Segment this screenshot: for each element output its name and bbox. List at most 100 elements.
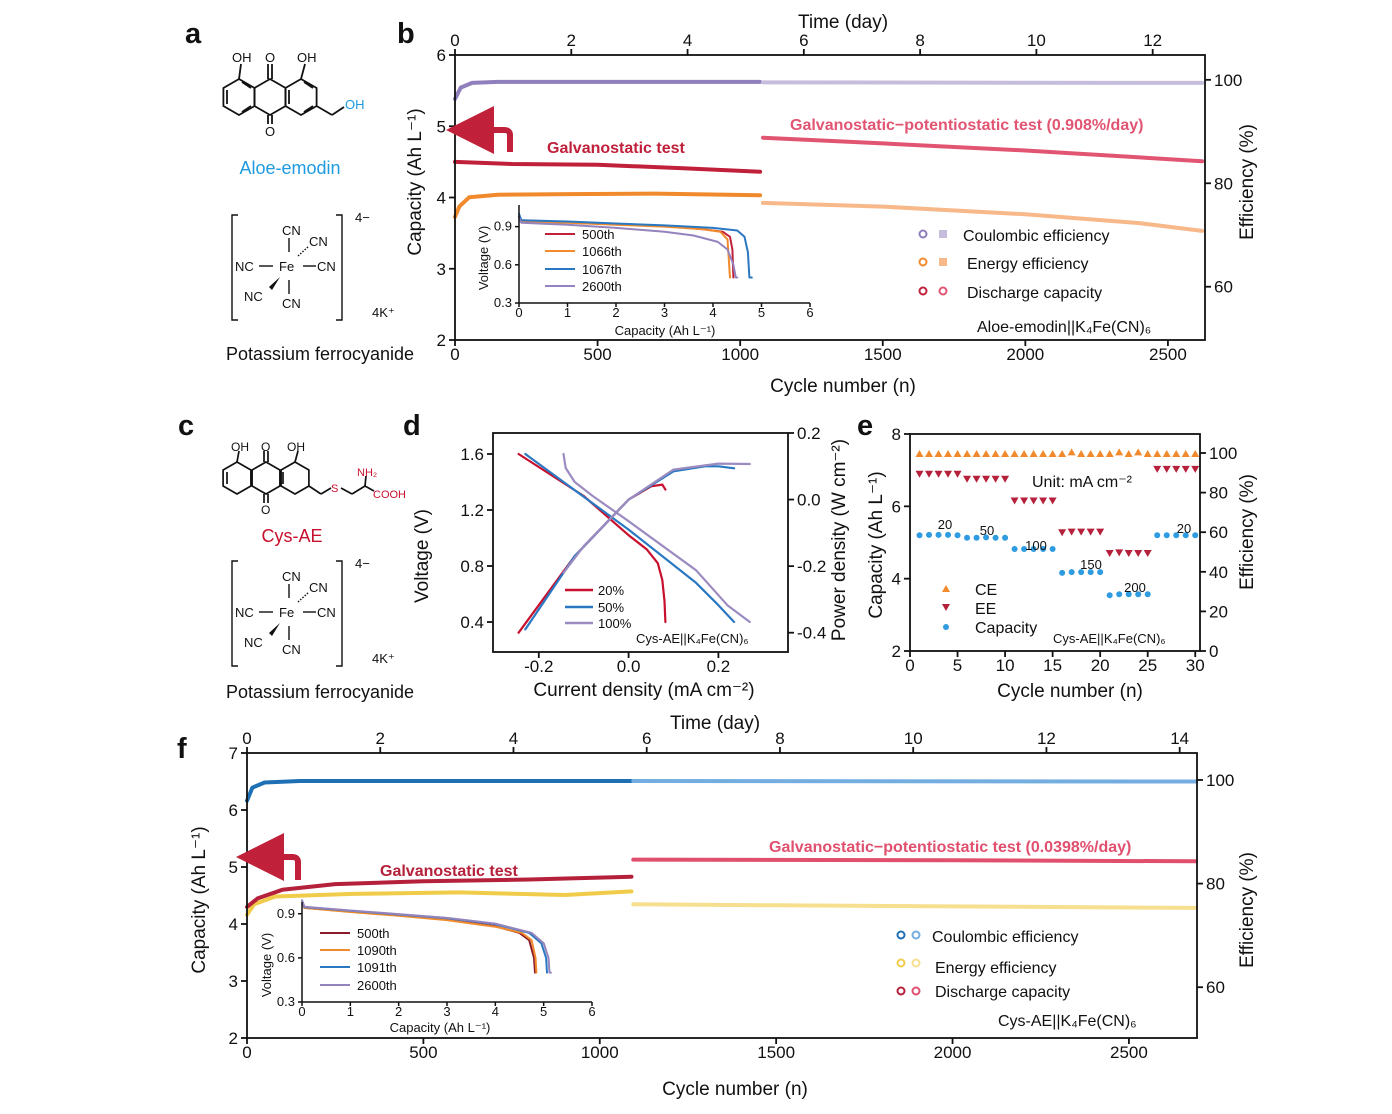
f-series: [245, 779, 1198, 917]
e-ee-point: [1020, 497, 1029, 505]
b-inset-y-label: Voltage (V): [476, 226, 491, 290]
f-legend-cap-open-marker: [896, 986, 906, 996]
b-top-axis-label: Time (day): [798, 12, 888, 33]
d-legend-100: 100%: [598, 616, 632, 631]
d-y2-tick-label: 0.0: [797, 491, 821, 510]
d-y2-tick-label: -0.2: [797, 557, 826, 576]
f-inset-y-label: Voltage (V): [259, 933, 274, 997]
b-left-arrow-icon: [446, 106, 513, 154]
b_inset-x-tick-label: 0: [515, 305, 522, 320]
f-cell-label: Cys-AE||K₄Fe(CN)₆: [998, 1013, 1137, 1030]
f-x-tick-label: 1500: [757, 1043, 795, 1062]
f-x2-tick-label: 10: [904, 729, 923, 748]
f-x2-tick-label: 4: [509, 729, 518, 748]
f-legend-ce-open-marker: [896, 930, 906, 940]
b_inset-axes: [515, 205, 811, 307]
f-series-5: [631, 857, 1198, 864]
b-x-tick-label: 500: [583, 345, 611, 364]
e-ee-point: [1058, 529, 1067, 537]
e-ce-point: [934, 449, 943, 457]
f-x2-tick-label: 0: [242, 729, 251, 748]
e-ce-point: [915, 449, 924, 457]
b-inset-legend-1: 500th: [582, 227, 615, 242]
f-y-axis-label: Capacity (Ah L⁻¹): [189, 826, 210, 973]
f-series-2: [245, 889, 634, 917]
d-series-2: [562, 452, 751, 624]
b_inset-y-tick-label: 0.3: [494, 295, 512, 310]
f-annotation-gp: Galvanostatic−potentiostatic test (0.039…: [769, 839, 1131, 856]
b-x-tick-label: 1500: [864, 345, 902, 364]
e-ee-point: [1162, 465, 1171, 473]
legend-cap-filled-marker: [938, 286, 948, 296]
e-series: [915, 448, 1200, 599]
b-legend-capacity: Discharge capacity: [967, 285, 1102, 302]
ferro-c-cn-top: CN: [282, 569, 301, 584]
b-annotation-gp: Galvanostatic−potentiostatic test (0.908…: [790, 117, 1143, 134]
f-x2-tick-label: 2: [376, 729, 385, 748]
e-y2-tick-label: 80: [1209, 484, 1228, 503]
e-ce-point: [1153, 449, 1162, 457]
f_inset-x-tick-label: 4: [492, 1004, 499, 1019]
e-legend-capacity-marker: [943, 624, 949, 630]
e-capacity-point: [983, 534, 990, 541]
ferro-a-charge: 4−: [355, 210, 370, 225]
e-legend-ce: CE: [975, 582, 997, 599]
f-inset-legend-4: 2600th: [357, 978, 397, 993]
f_inset-x-tick-label: 2: [395, 1004, 402, 1019]
e-ce-point: [1105, 449, 1114, 457]
e-x-tick-label: 25: [1138, 656, 1157, 675]
e-capacity-point: [973, 534, 980, 541]
ferro-a-counter-ion: 4K⁺: [372, 305, 395, 320]
e-ee-point: [1010, 497, 1019, 505]
e-ee-point: [915, 470, 924, 478]
ferrocyanide-structure-a: CN CN NC Fe CN NC CN 4− 4K⁺: [231, 210, 395, 321]
f-inset-legend-3: 1091th: [357, 960, 397, 975]
e-ee-point: [972, 475, 981, 483]
e-legend-capacity: Capacity: [975, 620, 1037, 637]
aloe-emodin-structure: [222, 63, 345, 124]
b-x-axis-label: Cycle number (n): [770, 376, 916, 397]
d-y-tick-label: 1.6: [460, 445, 484, 464]
f-inset-legend-1: 500th: [357, 926, 390, 941]
ferro-a-fe: Fe: [279, 259, 294, 274]
e-cell-label: Cys-AE||K₄Fe(CN)₆: [1053, 631, 1166, 646]
structure-c-o-top: O: [261, 440, 270, 454]
e-capacity-point: [1021, 546, 1028, 553]
f-x2-tick-label: 8: [775, 729, 784, 748]
e-ce-point: [1086, 449, 1095, 457]
e-ee-point: [1067, 528, 1076, 536]
e-ce-point: [1172, 449, 1181, 457]
b-x-tick-label: 2000: [1006, 345, 1044, 364]
f-y-tick-label: 5: [229, 858, 238, 877]
legend-ee-filled-marker: [939, 258, 947, 266]
d-x-tick-label: 0.0: [617, 657, 641, 676]
f_inset-y-tick-label: 0.6: [277, 950, 295, 965]
f-y2-tick-label: 100: [1206, 771, 1234, 790]
b-series-2: [453, 191, 763, 219]
e-capacity-point: [1192, 532, 1199, 539]
d-series-1: [524, 452, 736, 624]
f-x2-tick-label: 6: [642, 729, 651, 748]
d-y2-axis-label: Power density (W cm⁻²): [829, 439, 850, 641]
e-ce-point: [1077, 449, 1086, 457]
b-x2-tick-label: 6: [799, 31, 808, 50]
ferro-a-cn-diag: CN: [309, 234, 328, 249]
e-ce-point: [944, 449, 953, 457]
e-capacity-point: [1097, 569, 1104, 576]
ferro-c-counter-ion: 4K⁺: [372, 651, 395, 666]
d-axes: [487, 432, 794, 658]
cys-ae-name: Cys-AE: [261, 526, 322, 546]
f-legend-ce: Coulombic efficiency: [932, 929, 1078, 946]
e-ce-point: [1124, 449, 1133, 457]
e-capacity-point: [935, 531, 942, 538]
e-ee-point: [982, 475, 991, 483]
f-x-tick-label: 2000: [934, 1043, 972, 1062]
structure-a-o-bottom: O: [265, 124, 275, 139]
b-y2-tick-label: 80: [1214, 174, 1233, 193]
e-ee-point: [963, 475, 972, 483]
e-legend-ee: EE: [975, 601, 996, 618]
e-y2-tick-label: 0: [1209, 642, 1218, 661]
f-series-1: [631, 779, 1198, 784]
e-unit-label: Unit: mA cm⁻²: [1032, 474, 1133, 491]
